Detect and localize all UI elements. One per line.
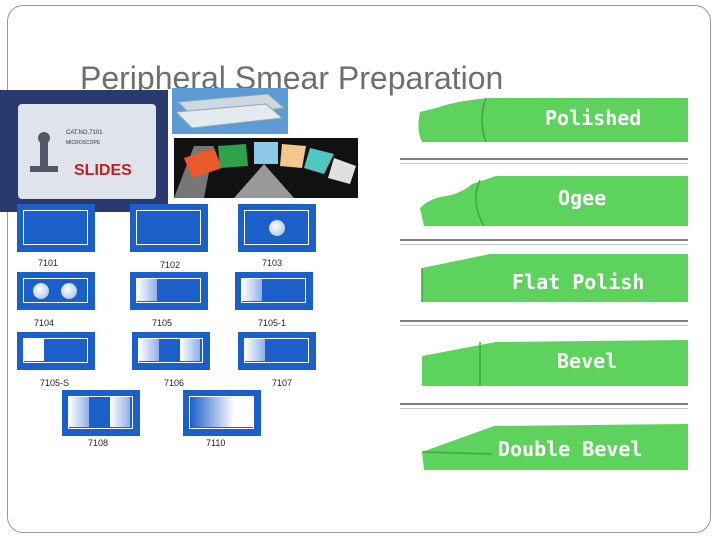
edge-label-polished: Polished	[545, 106, 642, 130]
slide-type-7105-S	[17, 332, 95, 370]
slide-type-7106	[132, 332, 210, 370]
slide-frosted-area	[69, 397, 89, 427]
slide-well-circle	[33, 283, 49, 299]
slide-frosted-area	[24, 339, 44, 361]
slide-well-circle	[61, 283, 77, 299]
slide-inner-frame	[23, 210, 88, 245]
slide-type-label: 7105	[152, 318, 173, 328]
slide-type-7108	[62, 390, 140, 436]
slide-inner-frame	[241, 278, 306, 303]
slide-type-7101	[17, 204, 95, 252]
edge-label-double-bevel: Double Bevel	[498, 437, 643, 461]
edge-double-bevel-shape	[422, 424, 688, 470]
edge-label-flat-polish: Flat Polish	[512, 270, 645, 294]
slide-type-7104	[17, 272, 95, 310]
edge-flat-polish-shape	[422, 254, 688, 302]
box-catalog-number: CAT.NO.7101	[66, 130, 103, 136]
slide-inner-frame	[244, 210, 309, 245]
slide-type-label: 7110	[206, 438, 226, 448]
slide-stack-image	[174, 93, 286, 129]
edge-ogee-shape	[420, 176, 688, 226]
slide-frosted-area	[139, 339, 159, 361]
slide-frosted-area	[110, 397, 130, 427]
slide-type-7105	[130, 272, 208, 310]
slide-inner-frame	[189, 396, 254, 429]
edge-label-ogee: Ogee	[558, 186, 607, 210]
slide-inner-frame	[23, 338, 88, 363]
edge-separator	[400, 239, 688, 241]
colored-slides-image	[174, 142, 356, 198]
box-label: CAT.NO.7101 MICROSCOPE SLIDES	[18, 104, 156, 199]
slide-type-7103	[238, 204, 316, 252]
box-slides-text: SLIDES	[74, 162, 132, 179]
slide-type-label: 7108	[88, 438, 109, 448]
slide-type-label: 7102	[160, 260, 181, 270]
slide-type-7107	[238, 332, 316, 370]
slide-frosted-area	[180, 339, 200, 361]
slide-inner-frame	[244, 338, 309, 363]
slides-box-photo: CAT.NO.7101 MICROSCOPE SLIDES	[0, 90, 168, 212]
slide-type-label: 7103	[262, 258, 283, 268]
slide-type-label: 7101	[38, 258, 59, 268]
slide-inner-frame	[136, 210, 201, 245]
slide-type-label: 7107	[272, 378, 293, 388]
slide-type-7102	[130, 204, 208, 252]
slide-inner-frame	[68, 396, 133, 429]
edge-polished-shape	[418, 98, 688, 142]
slide-frosted-area	[137, 279, 157, 301]
edge-separator	[400, 163, 688, 164]
slide-type-label: 7105-S	[40, 378, 70, 388]
slide-type-label: 7104	[34, 318, 55, 328]
slide-type-7105-1	[235, 272, 313, 310]
slide-type-7110	[183, 390, 261, 436]
box-microscope-text: MICROSCOPE	[66, 140, 101, 146]
edge-separator	[400, 325, 688, 326]
slide-frosted-area	[190, 397, 253, 427]
edge-label-bevel: Bevel	[557, 349, 618, 373]
slide-inner-frame	[136, 278, 201, 303]
slide-type-label: 7105-1	[258, 318, 287, 328]
edge-separator	[400, 244, 688, 245]
colored-slides-photo	[174, 138, 358, 198]
slide-inner-frame	[138, 338, 203, 363]
slide-frosted-area	[242, 279, 262, 301]
edge-separator	[400, 403, 688, 405]
slide-type-label: 7106	[164, 378, 185, 388]
slide-stack-photo	[172, 88, 288, 134]
slide-well-circle	[269, 220, 285, 236]
slide-inner-frame	[23, 278, 88, 303]
slide-frosted-area	[245, 339, 265, 361]
edge-separator	[400, 408, 688, 409]
edge-separator	[400, 158, 688, 160]
edge-types-panel	[418, 97, 688, 470]
microscope-icon	[30, 132, 58, 172]
edge-separator	[400, 320, 688, 322]
edge-bevel-shape	[422, 340, 688, 386]
